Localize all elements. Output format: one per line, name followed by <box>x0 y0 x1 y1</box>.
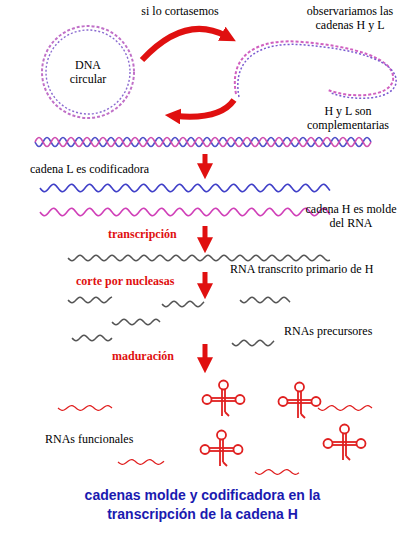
annotation: cadena L es codificadora <box>30 162 200 176</box>
trna-cloverleaf <box>203 381 245 417</box>
trna-arm <box>332 441 357 443</box>
trna-loop <box>234 445 243 454</box>
annotation: si lo cortasemos <box>128 4 232 18</box>
trna-arm <box>211 400 236 402</box>
linear-rna <box>118 460 164 465</box>
linear-rna <box>255 470 299 475</box>
trna-stem <box>219 439 221 466</box>
helix-strand-l <box>35 137 371 146</box>
down-arrow <box>203 226 208 242</box>
annotation: RNA transcrito primario de H <box>230 262 404 276</box>
trna-loop <box>357 439 366 448</box>
trna-loop <box>219 381 228 390</box>
trna-arm <box>209 447 234 449</box>
rna-fragment <box>162 301 204 306</box>
trna-stem <box>342 433 344 460</box>
trna-cloverleaf <box>201 431 243 467</box>
figure-caption: cadenas molde y codificadora en la trans… <box>60 486 345 524</box>
rna-fragment <box>72 335 112 340</box>
node-label: DNA circular <box>40 24 136 120</box>
trna-loop <box>340 425 349 434</box>
rna-fragment <box>68 297 112 303</box>
trna-arm <box>211 397 236 399</box>
dna-strand-l <box>238 44 396 98</box>
trna-loop <box>217 431 226 440</box>
trna-loop <box>236 395 245 404</box>
rna-fragment <box>232 340 274 345</box>
trna-stem <box>297 391 299 418</box>
trna-arm <box>287 402 312 404</box>
trna-acceptor <box>223 462 227 466</box>
step-label: transcripción <box>108 227 200 241</box>
coding-strand <box>40 184 330 191</box>
rna-fragment <box>112 319 160 324</box>
trna-arm <box>209 450 234 452</box>
curved-arrow <box>176 100 234 117</box>
down-arrow <box>203 272 208 288</box>
trna-cloverleaf <box>279 383 321 419</box>
trna-arm <box>332 444 357 446</box>
helix-strand-h <box>35 137 371 146</box>
step-label: maduración <box>112 349 202 363</box>
curved-arrow <box>142 29 226 60</box>
trna-cloverleaf <box>324 425 366 461</box>
trna-loop <box>295 383 304 392</box>
trna-arm <box>287 399 312 401</box>
rna-fragment <box>240 297 290 302</box>
trna-loop <box>312 397 321 406</box>
linear-rna <box>58 406 112 411</box>
dna-ring <box>46 30 130 114</box>
annotation: H y L son complementarias <box>295 104 401 132</box>
down-arrow <box>203 344 208 362</box>
step-label: corte por nucleasas <box>76 274 202 288</box>
linear-rna <box>318 406 372 411</box>
annotation: RNAs funcionales <box>45 432 175 446</box>
trna-acceptor <box>301 414 305 418</box>
annotation: RNAs precursores <box>284 324 402 338</box>
annotation: observariamos las cadenas H y L <box>298 4 402 32</box>
down-arrow <box>203 154 208 168</box>
node-label-text: DNA circular <box>62 58 114 86</box>
primary-rna <box>68 255 330 260</box>
trna-stem <box>221 389 223 416</box>
dna-strand-h <box>235 41 393 95</box>
annotation: cadena H es molde del RNA <box>300 202 402 230</box>
trna-loop <box>201 445 210 454</box>
trna-acceptor <box>346 456 350 460</box>
dna-circle: DNA circular <box>40 24 136 120</box>
trna-loop <box>324 439 333 448</box>
trna-acceptor <box>225 412 229 416</box>
dna-ring <box>42 26 134 118</box>
trna-loop <box>203 395 212 404</box>
template-strand <box>40 208 330 215</box>
trna-loop <box>279 397 288 406</box>
